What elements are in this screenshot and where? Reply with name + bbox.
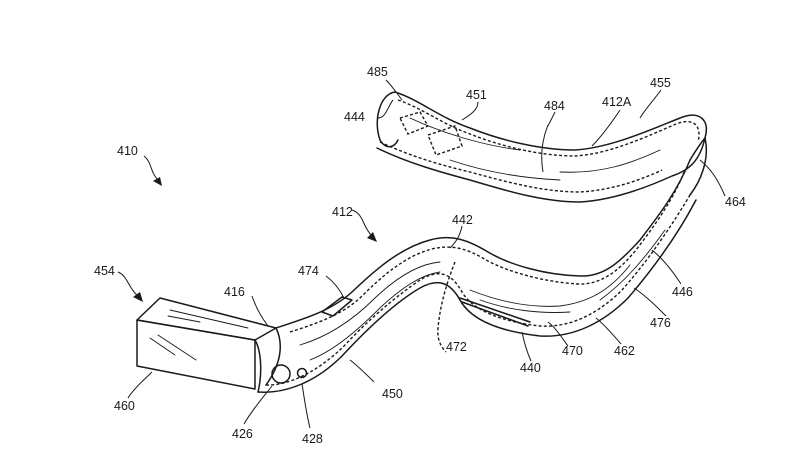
label-460: 460	[114, 399, 135, 413]
label-412: 412	[332, 205, 353, 219]
label-462: 462	[614, 344, 635, 358]
label-416: 416	[224, 285, 245, 299]
button-426-icon	[271, 364, 291, 384]
label-442: 442	[452, 213, 473, 227]
band-front-section	[254, 159, 697, 393]
label-474: 474	[298, 264, 319, 278]
band-rear-section	[376, 91, 707, 203]
leader-lines	[127, 79, 726, 429]
label-454: 454	[94, 264, 115, 278]
label-444: 444	[344, 110, 365, 124]
label-472: 472	[446, 340, 467, 354]
label-440: 440	[520, 361, 541, 375]
label-412a: 412A	[602, 95, 632, 109]
label-410: 410	[117, 144, 138, 158]
button-428-icon	[296, 367, 308, 379]
label-450: 450	[382, 387, 403, 401]
label-451: 451	[466, 88, 487, 102]
reference-arrows	[117, 155, 377, 302]
label-464: 464	[725, 195, 746, 209]
label-428: 428	[302, 432, 323, 446]
reference-numerals: 410 412 412A 416 426 428 440 442 444 446…	[94, 65, 746, 446]
label-446: 446	[672, 285, 693, 299]
housing-box	[136, 297, 277, 390]
label-470: 470	[562, 344, 583, 358]
label-426: 426	[232, 427, 253, 441]
label-476: 476	[650, 316, 671, 330]
label-485: 485	[367, 65, 388, 79]
component-474-icon	[321, 296, 353, 317]
label-484: 484	[544, 99, 565, 113]
label-455: 455	[650, 76, 671, 90]
